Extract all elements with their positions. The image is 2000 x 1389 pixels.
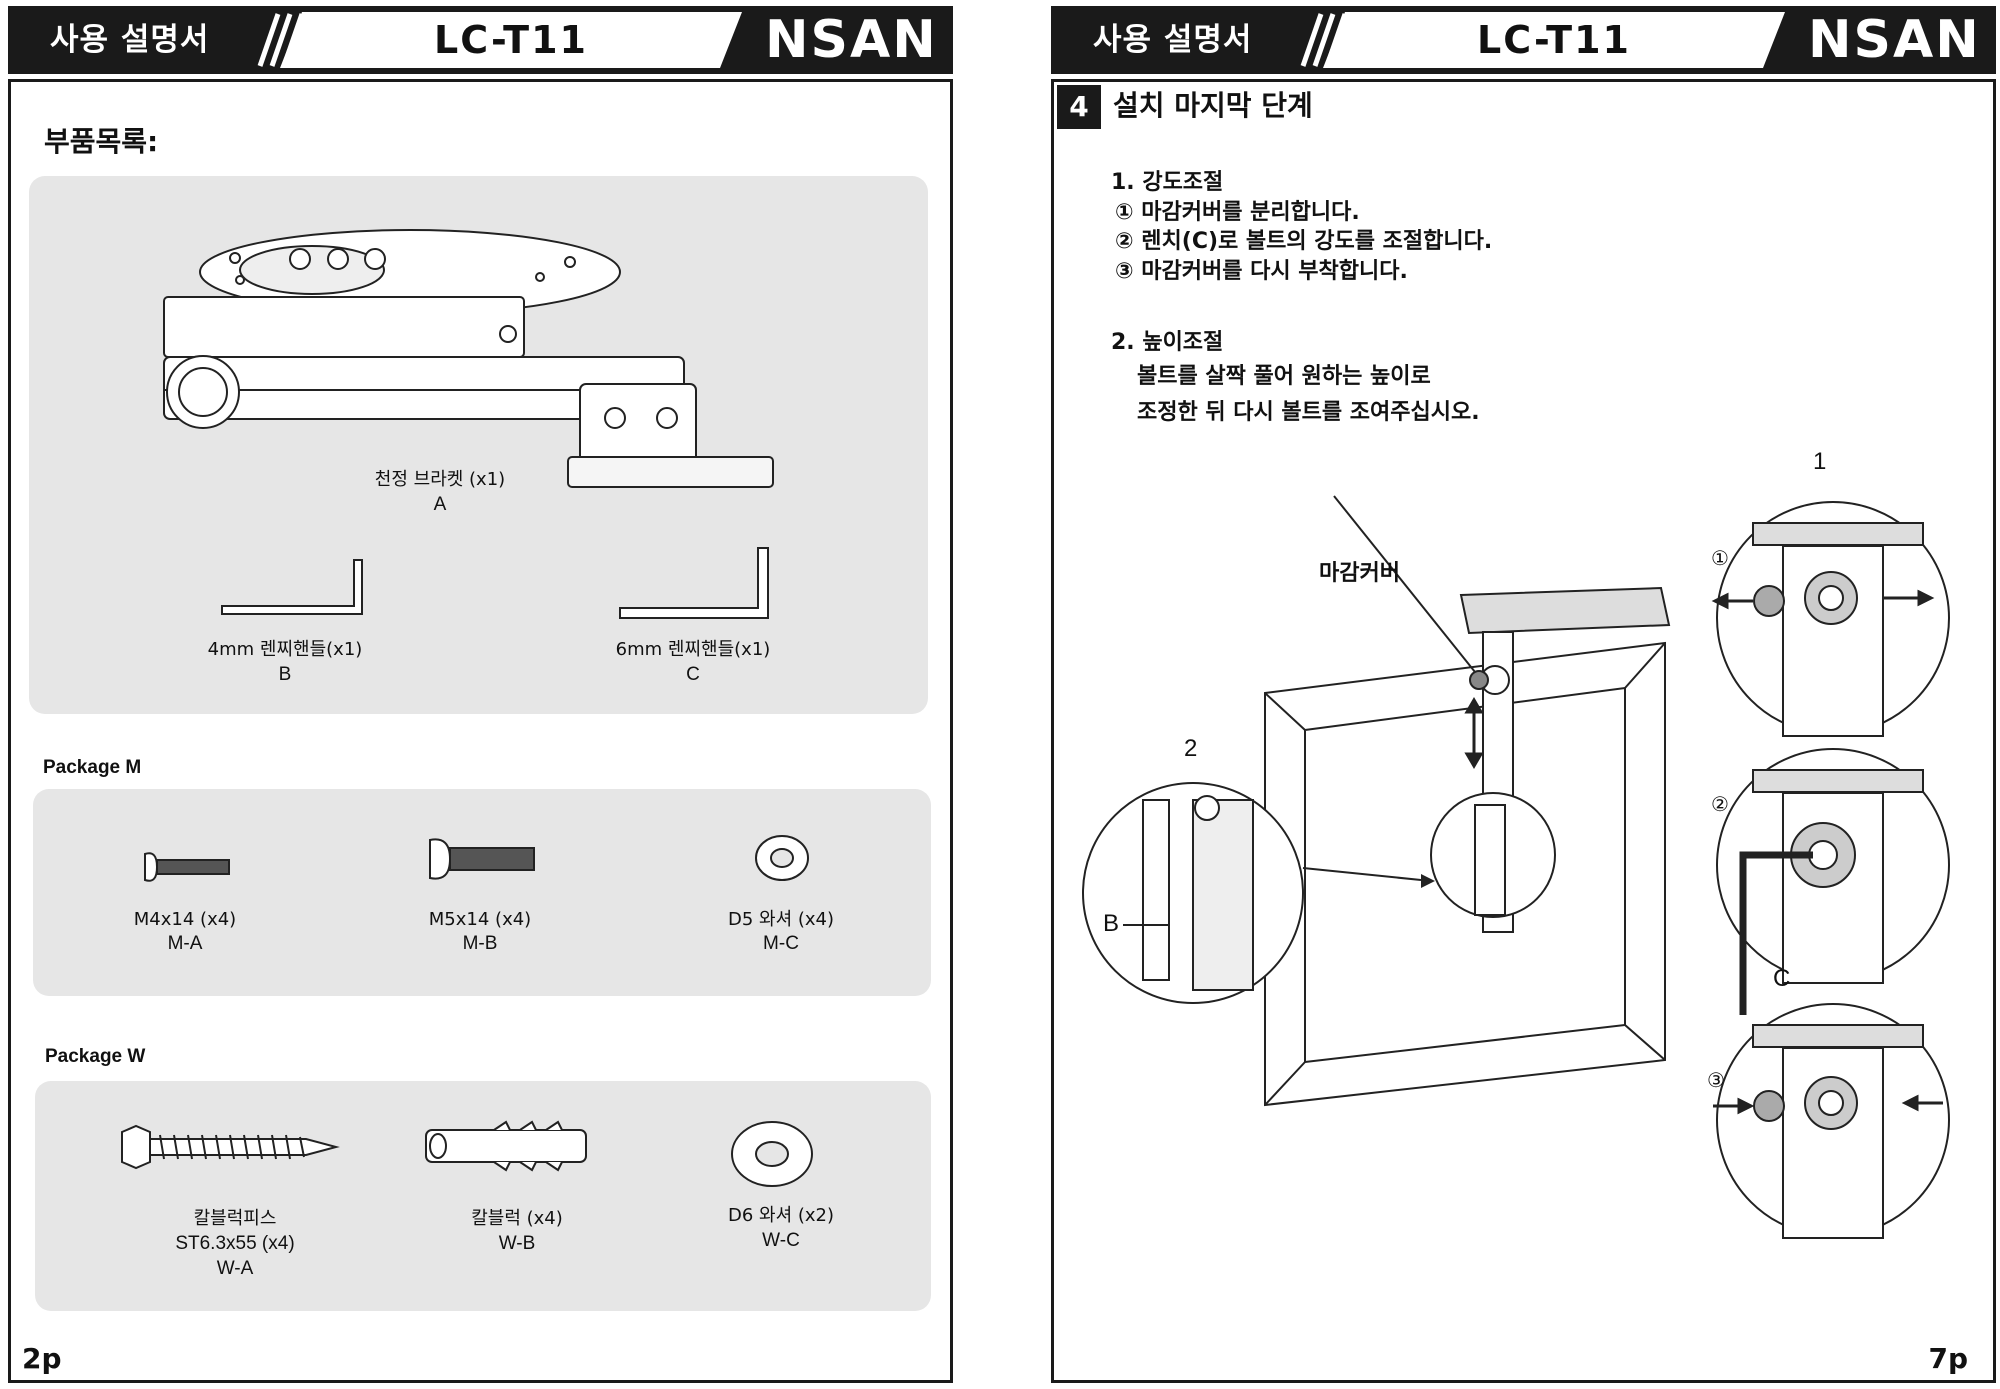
label-detail-2: 2 xyxy=(1184,735,1198,762)
package-w-title: Package W xyxy=(45,1046,146,1067)
washer-d6-icon xyxy=(731,1121,813,1187)
label-detail-1: 1 xyxy=(1813,448,1827,475)
page-frame xyxy=(1051,79,1996,1383)
ceiling-bracket-illustration xyxy=(163,229,774,488)
page-parts-list: 사용 설명서 LC-T11 NSAN 부품목록: xyxy=(0,0,958,1389)
wood-screw-icon xyxy=(121,1124,340,1170)
package-m-item-code: M-A xyxy=(167,933,203,954)
page-final-step: 사용 설명서 LC-T11 NSAN 4 설치 마지막 단계 1. 강도조절 ①… xyxy=(1043,0,2000,1389)
wrench-c-name: 6mm 렌찌핸들(x1) xyxy=(615,639,771,660)
section-1-title: 1. 강도조절 xyxy=(1111,170,1224,195)
wall-anchor-icon xyxy=(425,1120,587,1172)
package-m-item-name: M5x14 (x4) xyxy=(428,909,532,930)
label-wrench-c: C xyxy=(1773,965,1791,992)
package-m-item-code: M-B xyxy=(462,933,498,954)
page-number: 2p xyxy=(22,1342,62,1375)
step-title: 설치 마지막 단계 xyxy=(1113,89,1313,122)
model-box xyxy=(1323,12,1785,68)
page-number: 7p xyxy=(1928,1342,1968,1375)
model-name: LC-T11 xyxy=(434,18,588,62)
installation-diagram xyxy=(1082,495,1671,1107)
package-m-item-name: M4x14 (x4) xyxy=(133,909,237,930)
page-header: 사용 설명서 LC-T11 NSAN xyxy=(8,6,953,74)
instruction-line: ③ 마감커버를 다시 부착합니다. xyxy=(1115,259,1408,284)
washer-d5-icon xyxy=(755,835,809,881)
package-m-title: Package M xyxy=(43,757,142,778)
instruction-line: ① 마감커버를 분리합니다. xyxy=(1115,200,1360,225)
wrench-b-name: 4mm 렌찌핸들(x1) xyxy=(207,639,363,660)
package-m-item-code: M-C xyxy=(763,933,799,954)
label-step-1: ① xyxy=(1711,548,1729,570)
package-w-item-code: W-C xyxy=(762,1230,800,1251)
screw-m5-icon xyxy=(429,838,535,880)
package-w-item-code: W-A xyxy=(216,1258,254,1279)
package-w-item-code: W-B xyxy=(498,1233,536,1254)
package-m-panel xyxy=(33,789,931,996)
instruction-line: ② 렌치(C)로 볼트의 강도를 조절합니다. xyxy=(1115,229,1493,254)
label-wrench-b: B xyxy=(1103,910,1120,937)
manual-label: 사용 설명서 xyxy=(50,22,210,58)
detail-circle-3 xyxy=(1713,1003,1950,1239)
package-m-item-name: D5 와셔 (x4) xyxy=(727,909,835,930)
hex-wrench-b-illustration xyxy=(221,559,363,615)
instruction-line: 볼트를 살짝 풀어 원하는 높이로 xyxy=(1137,364,1431,389)
package-w-panel xyxy=(35,1081,931,1311)
package-w-item-name: D6 와셔 (x2) xyxy=(727,1205,835,1226)
wrench-b-code: B xyxy=(278,664,292,685)
wrench-c-code: C xyxy=(686,664,700,685)
detail-circle-2 xyxy=(1716,748,1950,1015)
label-cover: 마감커버 xyxy=(1319,561,1400,586)
page-frame xyxy=(8,79,953,1383)
bracket-code: A xyxy=(433,494,447,515)
instruction-line: 조정한 뒤 다시 볼트를 조여주십시오. xyxy=(1137,400,1480,425)
screw-m4-icon xyxy=(144,852,230,882)
parts-list-title: 부품목록: xyxy=(44,125,159,158)
brand-logo: NSAN xyxy=(1808,10,1981,70)
hex-wrench-c-illustration xyxy=(619,547,769,619)
page-header: 사용 설명서 LC-T11 NSAN xyxy=(1051,6,1996,74)
step-number-badge: 4 xyxy=(1057,85,1101,129)
package-w-item-name: 칼블럭피스 xyxy=(193,1208,277,1229)
package-w-item-name: 칼블럭 (x4) xyxy=(471,1208,563,1229)
model-box xyxy=(280,12,742,68)
manual-label: 사용 설명서 xyxy=(1093,22,1253,58)
package-w-item-spec: ST6.3x55 (x4) xyxy=(175,1233,295,1254)
section-2-title: 2. 높이조절 xyxy=(1111,330,1224,355)
label-step-2: ② xyxy=(1711,794,1729,816)
bracket-name: 천정 브라켓 (x1) xyxy=(374,469,506,490)
detail-circle-1 xyxy=(1711,501,1950,737)
brand-logo: NSAN xyxy=(765,10,938,70)
model-name: LC-T11 xyxy=(1477,18,1631,62)
label-step-3: ③ xyxy=(1707,1070,1725,1092)
